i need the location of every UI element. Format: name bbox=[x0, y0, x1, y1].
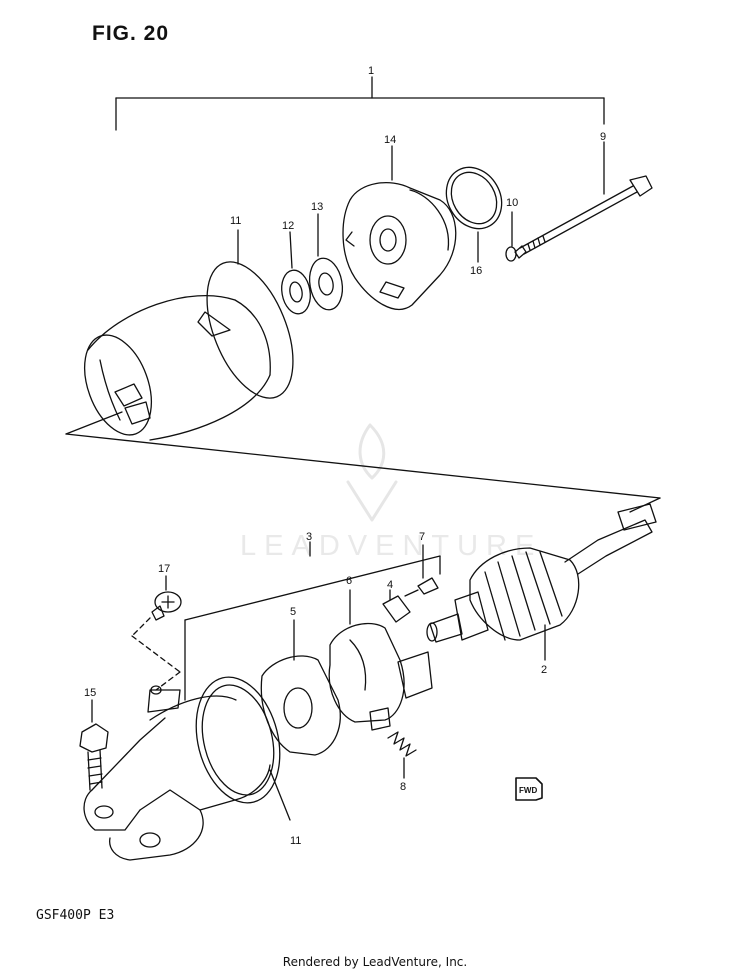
leadventure-logo bbox=[346, 423, 398, 522]
callout-4: 4 bbox=[387, 579, 393, 591]
callout-13: 13 bbox=[311, 201, 323, 213]
brush-holder-6 bbox=[328, 589, 433, 731]
fwd-arrow-icon bbox=[515, 777, 543, 801]
screw-7 bbox=[404, 544, 439, 597]
figure-title: FIG. 20 bbox=[92, 22, 170, 45]
armature-2 bbox=[426, 503, 657, 661]
callout-8: 8 bbox=[400, 781, 406, 793]
clip-4 bbox=[382, 589, 411, 623]
callout-7: 7 bbox=[419, 531, 425, 543]
assembly-bracket-1 bbox=[115, 76, 605, 131]
end-cover-14 bbox=[342, 145, 457, 311]
screw-17 bbox=[151, 575, 182, 621]
callout-10: 10 bbox=[506, 197, 518, 209]
callout-12: 12 bbox=[282, 220, 294, 232]
callout-6: 6 bbox=[346, 575, 352, 587]
callout-9: 9 bbox=[600, 131, 606, 143]
o-ring-16 bbox=[445, 166, 503, 263]
dashed-leader-17 bbox=[131, 617, 181, 691]
callout-1: 1 bbox=[368, 65, 374, 77]
callout-14: 14 bbox=[384, 134, 396, 146]
callout-5: 5 bbox=[290, 606, 296, 618]
fwd-label: FWD bbox=[519, 786, 537, 795]
watermark-text: LEADVENTURE bbox=[240, 530, 543, 562]
callout-16: 16 bbox=[470, 265, 482, 277]
callout-3: 3 bbox=[306, 531, 312, 543]
callout-2: 2 bbox=[541, 664, 547, 676]
bolt-15 bbox=[79, 699, 109, 791]
assembly-bracket-3 bbox=[184, 541, 441, 701]
brush-plate-5 bbox=[260, 619, 341, 756]
washer-12 bbox=[281, 231, 311, 315]
motor-yoke bbox=[84, 294, 271, 441]
washer-10 bbox=[505, 211, 517, 262]
housing-bracket bbox=[83, 676, 291, 861]
spring-8 bbox=[387, 731, 417, 779]
washer-13 bbox=[308, 213, 344, 311]
callout-11-lower: 11 bbox=[290, 835, 301, 847]
callout-11-upper: 11 bbox=[230, 215, 241, 227]
o-ring-11-upper bbox=[206, 229, 294, 399]
callout-15: 15 bbox=[84, 687, 96, 699]
model-code: GSF400P E3 bbox=[36, 908, 115, 923]
footer-credit: Rendered by LeadVenture, Inc. bbox=[282, 955, 468, 969]
through-bolt bbox=[514, 175, 653, 259]
callout-17: 17 bbox=[158, 563, 170, 575]
